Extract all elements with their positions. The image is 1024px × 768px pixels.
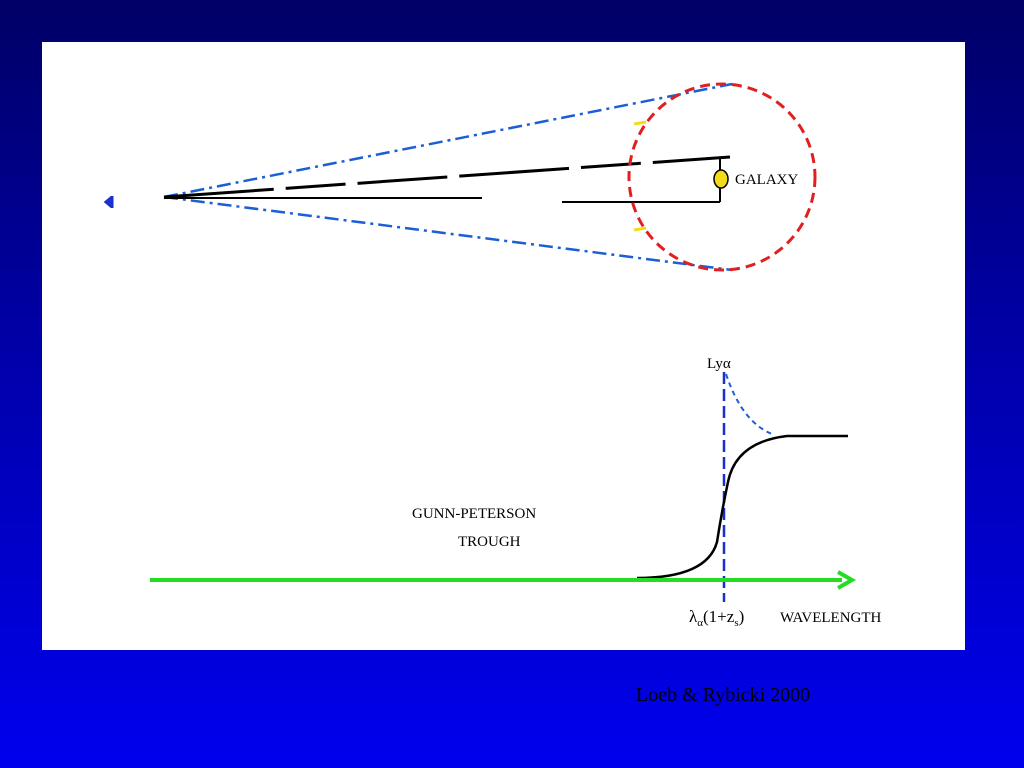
galaxy-icon (714, 170, 728, 188)
source-marker-upper (634, 122, 646, 124)
citation: Loeb & Rybicki 2000 (636, 684, 810, 707)
source-marker-lower (634, 228, 646, 230)
diagram-canvas: GALAXY Lyα GUNN-PETERSON TROUGH λα(1+zs)… (42, 42, 965, 650)
redshift-close: ) (739, 607, 745, 626)
observer-icon (106, 196, 112, 208)
spectrum-curve (637, 436, 848, 578)
diagram-panel: GALAXY Lyα GUNN-PETERSON TROUGH λα(1+zs)… (42, 42, 965, 650)
redshift-factor: (1+z (703, 607, 735, 626)
trough-label-line2: TROUGH (458, 534, 521, 550)
wavelength-axis-label: WAVELENGTH (780, 610, 882, 626)
galaxy-label: GALAXY (735, 172, 798, 188)
lya-label: Lyα (707, 356, 731, 372)
redshifted-lya-label: λα(1+zs) (689, 607, 744, 629)
sightline-upper (164, 157, 730, 197)
lya-emission-wing (726, 374, 772, 434)
cone-upper-line (164, 84, 732, 197)
trough-label-line1: GUNN-PETERSON (412, 506, 536, 522)
